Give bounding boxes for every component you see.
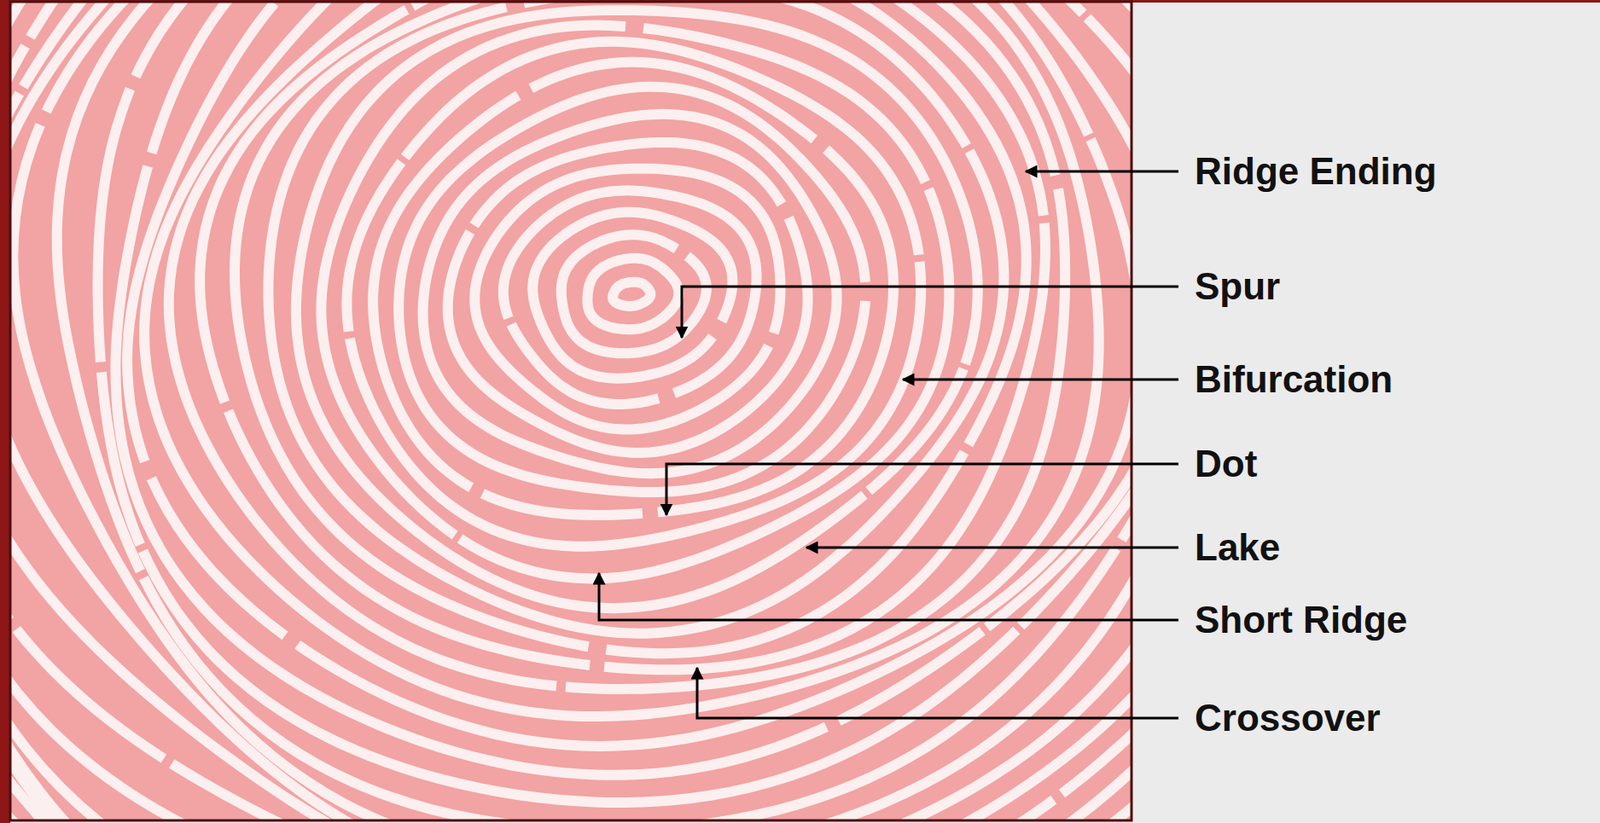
leader-line [902,378,1179,382]
leader-line [599,573,1179,621]
ridge-valley [10,1,1132,821]
ridge-valley [234,1,1027,654]
feature-label: Dot [1194,443,1257,485]
ridge-valley [10,1,1132,821]
ridge-valley [267,1,1004,635]
ridge-valley [10,1,1132,821]
ridge-valley [346,41,921,547]
ridge-valley [10,1,1132,821]
ridge-valley [12,1,1132,821]
ridge-valley [10,1,1132,821]
frame-strip [0,0,11,823]
feature-label: Spur [1194,266,1280,308]
ridge-valley [10,1,1132,821]
ridge-valley [10,1,1132,821]
ridge-valley [503,190,757,405]
ridge-valley [168,1,1065,690]
ridge-valley [10,1,1132,821]
ridge-valley [398,87,866,493]
ridge-valley [10,1,1132,821]
panel-border [10,1,1132,821]
ridge-valley [423,114,838,474]
ridge-valley [320,25,949,580]
ridge-valley [612,282,651,307]
ridge-valley [10,1,1132,821]
leader-line [666,464,1179,516]
feature-label: Ridge Ending [1194,151,1438,192]
leader-line [681,286,1179,338]
ridge-valley [10,1,1132,821]
ridge-valley [10,1,1132,821]
ridge-valley [587,258,679,330]
ridge-valley [144,1,1100,717]
feature-label: Crossover [1194,698,1381,739]
leader-line [806,546,1179,550]
ridge-valley [474,168,780,431]
ridge-valley [10,1,1132,821]
feature-label: Bifurcation [1194,359,1393,401]
ridge-valley [10,1,1132,821]
ridge-valley [10,1,1132,821]
ridge-valley [10,1,1132,821]
ridge-valley [10,1,1132,821]
leader-lines [599,171,1179,719]
ridge-valley [10,1,1132,821]
ridge-valley [448,142,809,454]
ridge-valley [10,1,1132,821]
ridge-valley [532,212,733,379]
ridge-valley [372,62,894,516]
ridge-valley [199,1,1046,670]
leader-line [1025,170,1179,174]
ridge-valley [10,1,1132,821]
leader-line [697,668,1179,719]
ridge-valley [98,1,1132,803]
feature-label: Lake [1194,527,1280,569]
ridge-pattern [10,1,1132,821]
ridge-valley [561,234,707,354]
feature-label: Short Ridge [1194,599,1408,641]
ridge-valley [10,1,1132,821]
ridge-valley [10,1,1132,821]
ridge-valley [10,1,1132,821]
